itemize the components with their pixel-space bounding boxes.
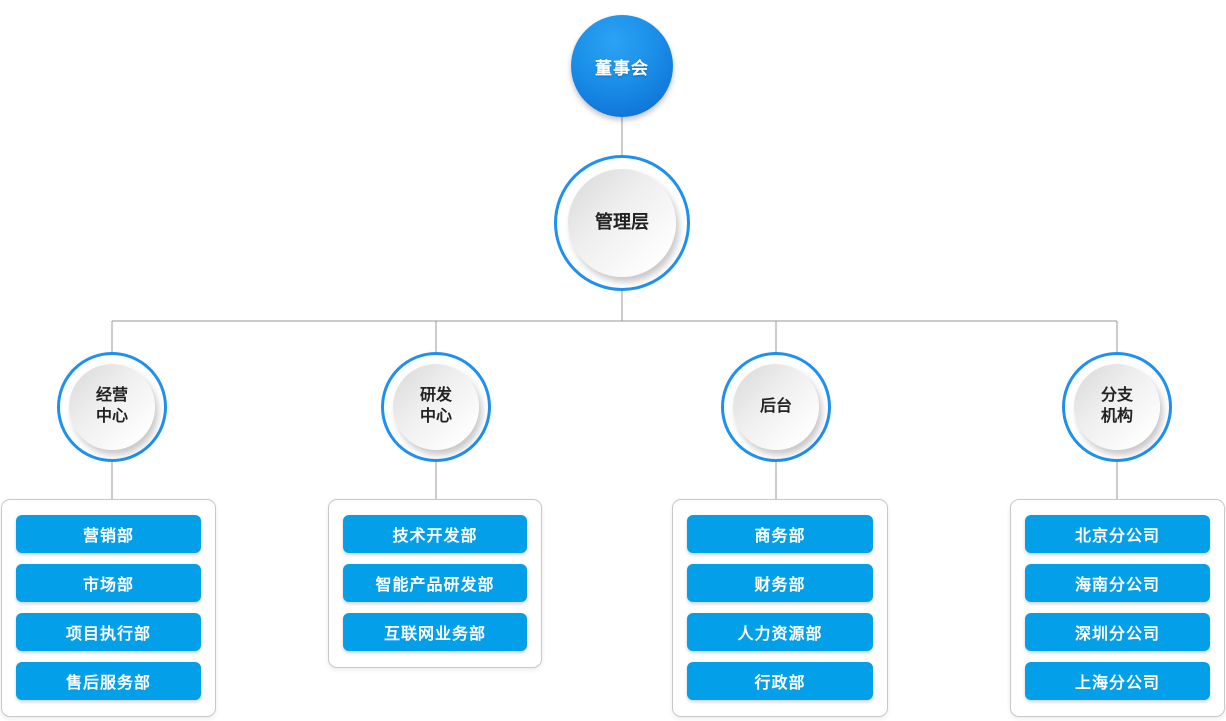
branch-node-label: 分支 机构 bbox=[1074, 364, 1160, 450]
department-item: 深圳分公司 bbox=[1025, 613, 1210, 651]
department-group-operations: 营销部 市场部 项目执行部 售后服务部 bbox=[1, 499, 216, 717]
department-item: 北京分公司 bbox=[1025, 515, 1210, 553]
branch-node-backoffice: 后台 bbox=[721, 352, 831, 462]
department-group-backoffice: 商务部 财务部 人力资源部 行政部 bbox=[672, 499, 888, 717]
department-item: 财务部 bbox=[687, 564, 873, 602]
department-item: 商务部 bbox=[687, 515, 873, 553]
department-group-rd: 技术开发部 智能产品研发部 互联网业务部 bbox=[328, 499, 542, 668]
department-item: 项目执行部 bbox=[16, 613, 201, 651]
department-item: 海南分公司 bbox=[1025, 564, 1210, 602]
department-item: 上海分公司 bbox=[1025, 662, 1210, 700]
department-item: 营销部 bbox=[16, 515, 201, 553]
branch-node-label: 经营 中心 bbox=[69, 364, 155, 450]
department-item: 市场部 bbox=[16, 564, 201, 602]
branch-node-operations-center: 经营 中心 bbox=[57, 352, 167, 462]
department-item: 智能产品研发部 bbox=[343, 564, 527, 602]
root-node-label: 董事会 bbox=[595, 58, 649, 78]
root-node-board: 董事会 bbox=[571, 15, 673, 117]
management-node-label: 管理层 bbox=[568, 169, 676, 277]
branch-node-label: 研发 中心 bbox=[393, 364, 479, 450]
branch-node-branch-offices: 分支 机构 bbox=[1062, 352, 1172, 462]
department-item: 互联网业务部 bbox=[343, 613, 527, 651]
department-item: 售后服务部 bbox=[16, 662, 201, 700]
department-item: 人力资源部 bbox=[687, 613, 873, 651]
branch-node-label: 后台 bbox=[733, 364, 819, 450]
department-item: 行政部 bbox=[687, 662, 873, 700]
department-group-branch-offices: 北京分公司 海南分公司 深圳分公司 上海分公司 bbox=[1010, 499, 1225, 717]
department-item: 技术开发部 bbox=[343, 515, 527, 553]
branch-node-rd-center: 研发 中心 bbox=[381, 352, 491, 462]
management-node: 管理层 bbox=[554, 155, 690, 291]
